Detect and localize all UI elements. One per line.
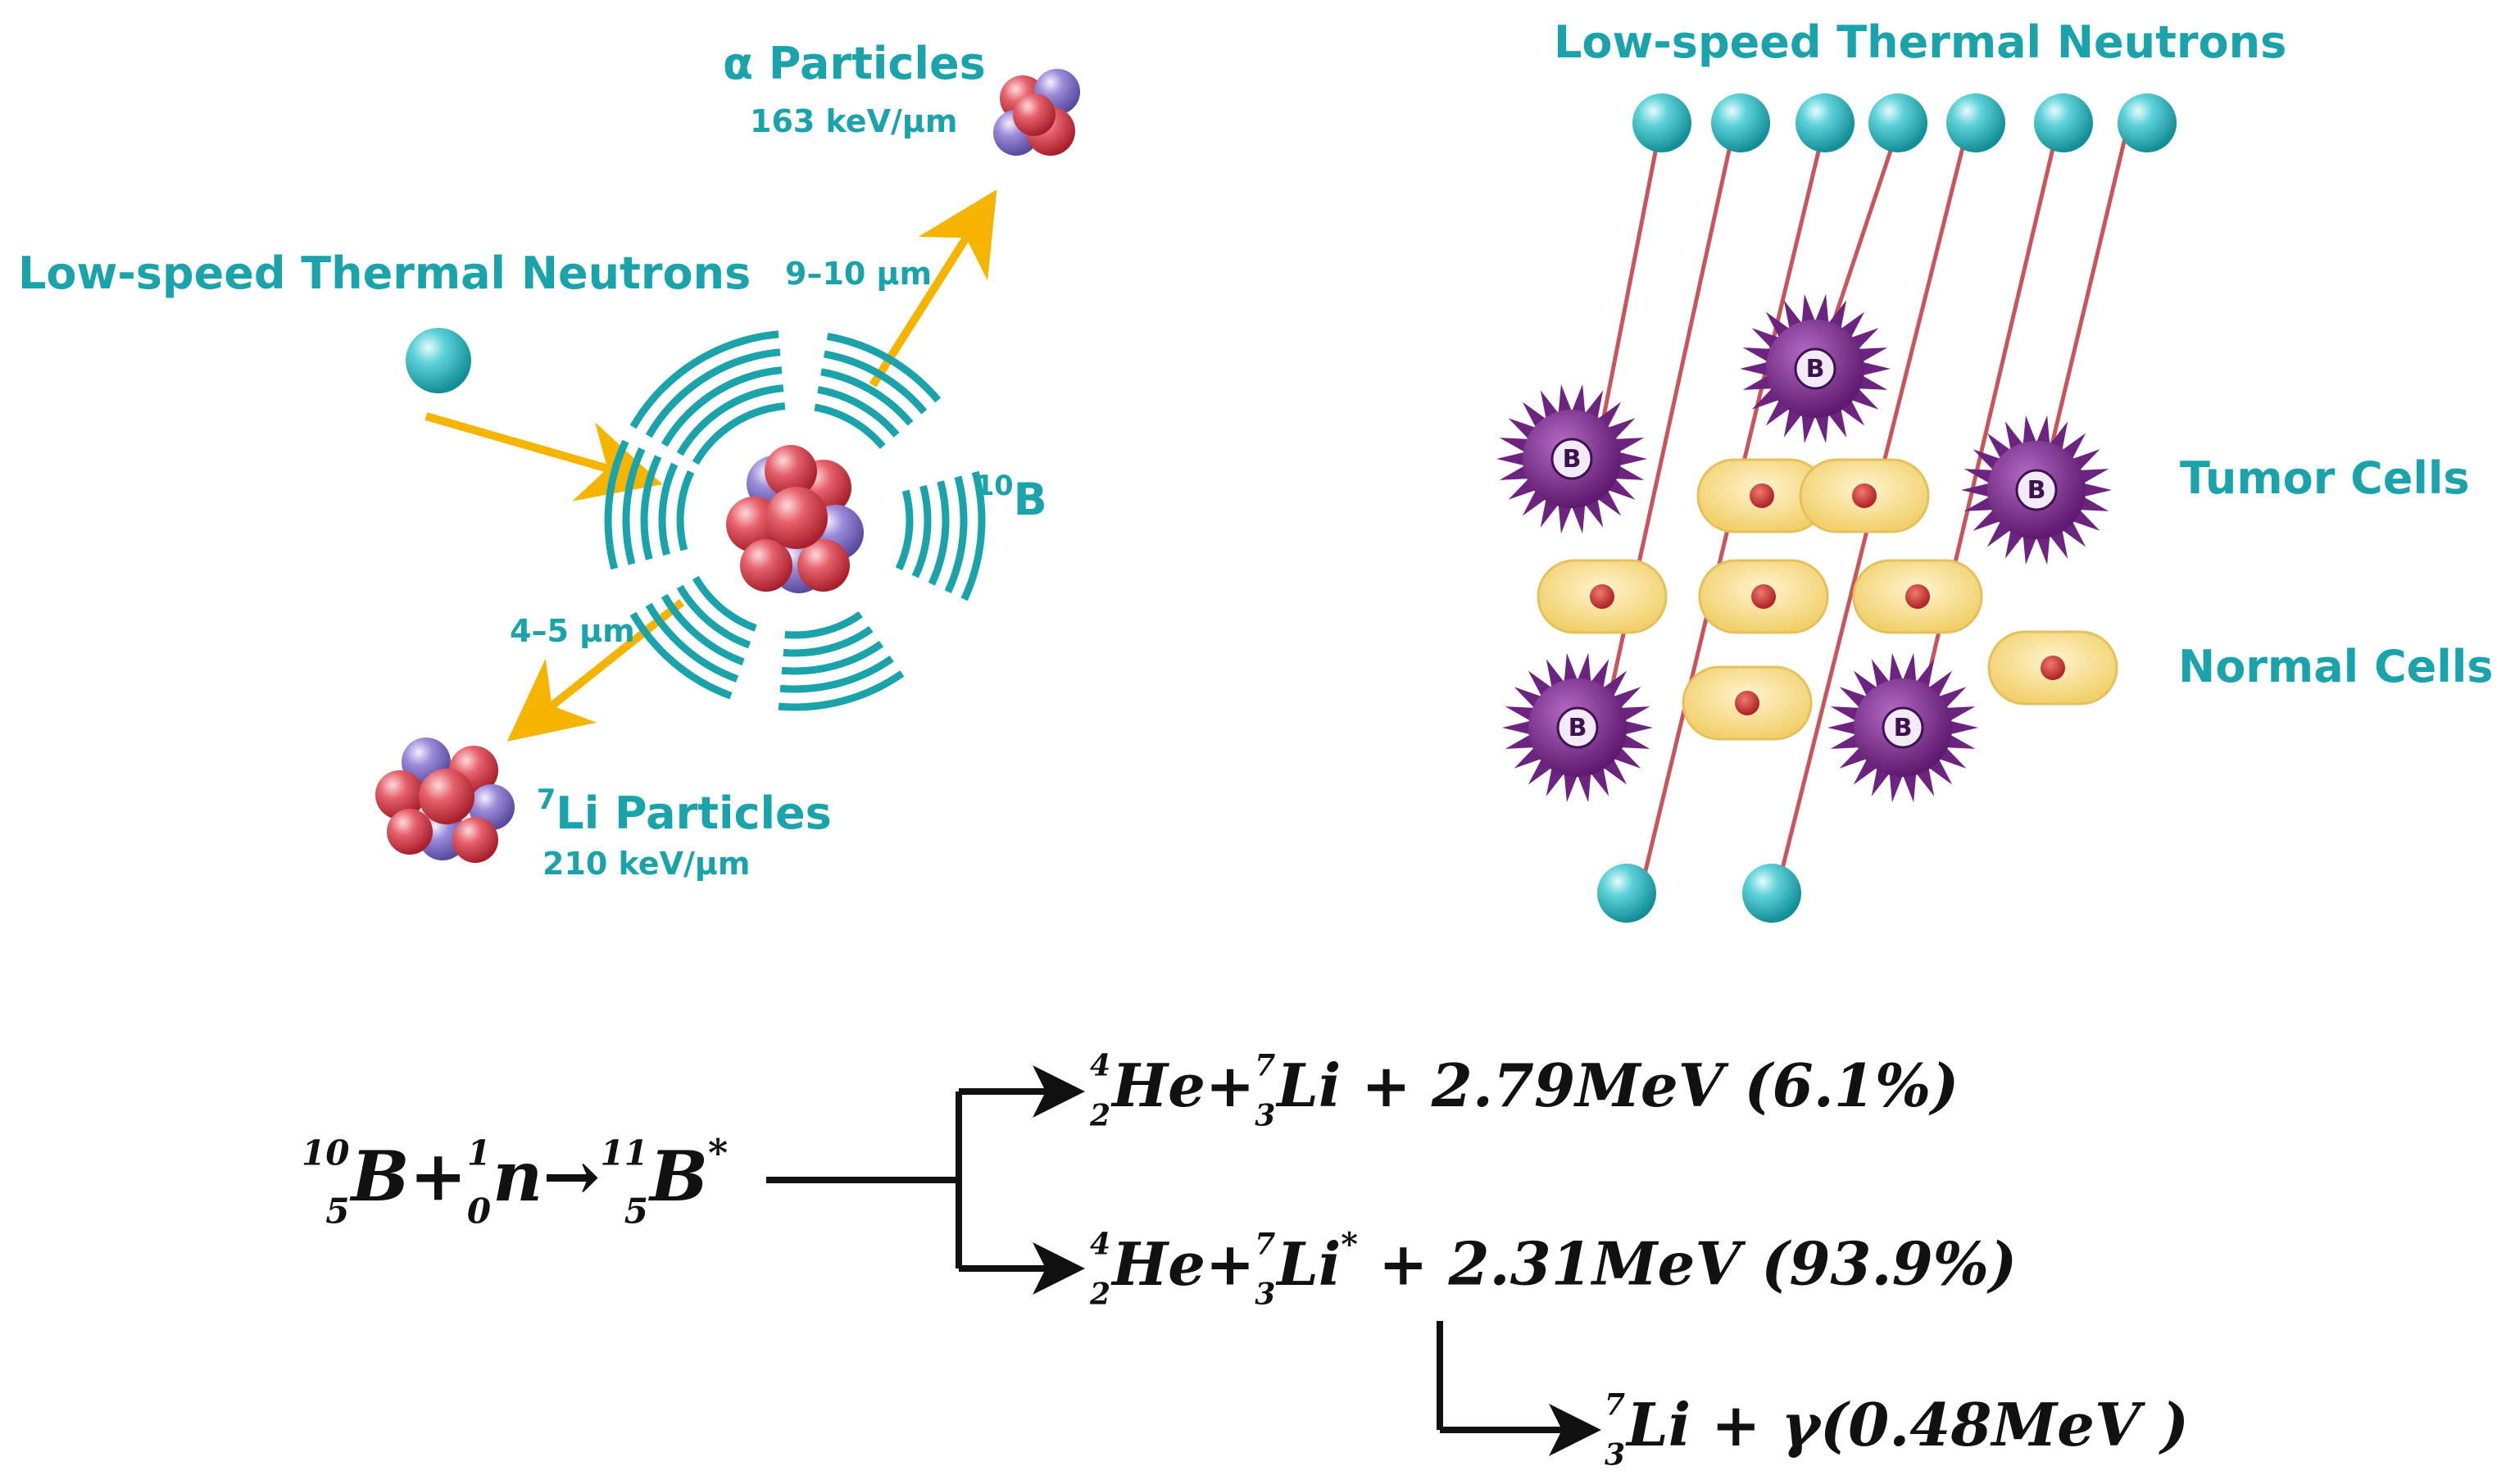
li-particles-title: 7Li Particles [537, 783, 832, 840]
outgoing-neutrons-row [1597, 864, 1801, 923]
emission-arc [660, 330, 779, 391]
emission-arc [779, 656, 894, 693]
normal-cell-icon [1537, 559, 1668, 634]
spiky-tumor-cell-icon: B [1961, 415, 2112, 565]
emission-arc [784, 610, 863, 639]
neutron-sphere-icon [1597, 864, 1656, 923]
reaction-branch-lines [766, 1065, 1601, 1456]
emission-arc [711, 402, 786, 442]
left-neutrons-label: Low-speed Thermal Neutrons [18, 247, 751, 299]
emission-arc [814, 403, 886, 449]
emission-arc [661, 593, 745, 666]
boron-nucleus-icon [726, 445, 864, 593]
spiky-tumor-cell-icon: B [1496, 383, 1647, 534]
spiky-tumor-cell-icon: B [1827, 652, 1978, 803]
boron-label: 10B [975, 470, 1047, 526]
normal-cell-icon [1698, 559, 1829, 634]
emission-arc [685, 366, 783, 417]
emission-arc [895, 489, 914, 571]
neutron-incident-arrow [424, 412, 663, 501]
boron-marker-label: B [1894, 714, 1913, 742]
emission-arc [629, 611, 733, 700]
normal-cells [1537, 458, 2118, 741]
emission-arc [820, 368, 914, 426]
neutron-sphere-icon [2118, 93, 2177, 152]
boron-marker-label: B [1569, 714, 1587, 742]
li-let-label: 210 keV/μm [543, 846, 751, 882]
normal-cell-icon [1682, 665, 1813, 741]
spiky-tumor-cell-icon: B [1740, 293, 1891, 444]
neutron-sphere-icon [2034, 93, 2093, 152]
normal-cell-icon [1987, 630, 2118, 706]
emission-arc [645, 602, 739, 683]
emission-arc [778, 670, 905, 711]
tumor-cells: B B B B B [1496, 293, 2112, 803]
emission-arc [640, 455, 662, 560]
alpha-particles-title: α Particles [723, 38, 986, 89]
emission-arc [692, 575, 757, 632]
li-particle-icon [375, 737, 515, 863]
li-range-label: 4–5 μm [510, 613, 635, 649]
emission-arcs [604, 330, 986, 711]
alpha-let-label: 163 keV/μm [750, 103, 958, 139]
emission-arc [622, 447, 646, 565]
emission-arc [928, 480, 950, 586]
emission-arc [676, 388, 762, 456]
neutron-sphere-icon [1632, 93, 1691, 152]
emission-arc [676, 584, 751, 649]
emission-arc [817, 386, 900, 438]
alpha-particle-icon [993, 69, 1080, 156]
emission-arc [781, 641, 884, 675]
emission-arc [783, 625, 874, 657]
boron-marker-label: B [1806, 355, 1825, 383]
normal-cell-icon [1852, 559, 1983, 634]
boron-marker-label: B [2027, 476, 2046, 505]
alpha-range-label: 9–10 μm [785, 256, 933, 292]
emission-arc [826, 333, 942, 403]
tumor-cells-label: Tumor Cells [2180, 452, 2470, 504]
emission-arc [661, 370, 757, 447]
incoming-neutrons-row [1632, 93, 2177, 152]
normal-cells-label: Normal Cells [2178, 641, 2494, 692]
emission-arc [960, 470, 986, 601]
normal-cell-icon [1799, 458, 1930, 533]
emission-arc [698, 384, 784, 429]
emission-arc [944, 475, 968, 594]
emission-arc [911, 484, 932, 579]
emission-arc [604, 439, 629, 570]
neutron-sphere-icon [1742, 864, 1801, 923]
boron-marker-label: B [1563, 445, 1582, 474]
emission-arc [824, 350, 928, 415]
right-neutrons-label: Low-speed Thermal Neutrons [1554, 16, 2287, 68]
neutron-sphere-icon [1796, 93, 1855, 152]
neutron-sphere-icon [1711, 93, 1770, 152]
emission-arc [673, 348, 781, 404]
emission-arc [676, 470, 695, 551]
neutron-sphere-icon [1946, 93, 2005, 152]
incoming-neutron-icon [406, 328, 471, 393]
neutron-sphere-icon [1868, 93, 1927, 152]
spiky-tumor-cell-icon: B [1502, 652, 1653, 803]
emission-arc [658, 462, 679, 556]
